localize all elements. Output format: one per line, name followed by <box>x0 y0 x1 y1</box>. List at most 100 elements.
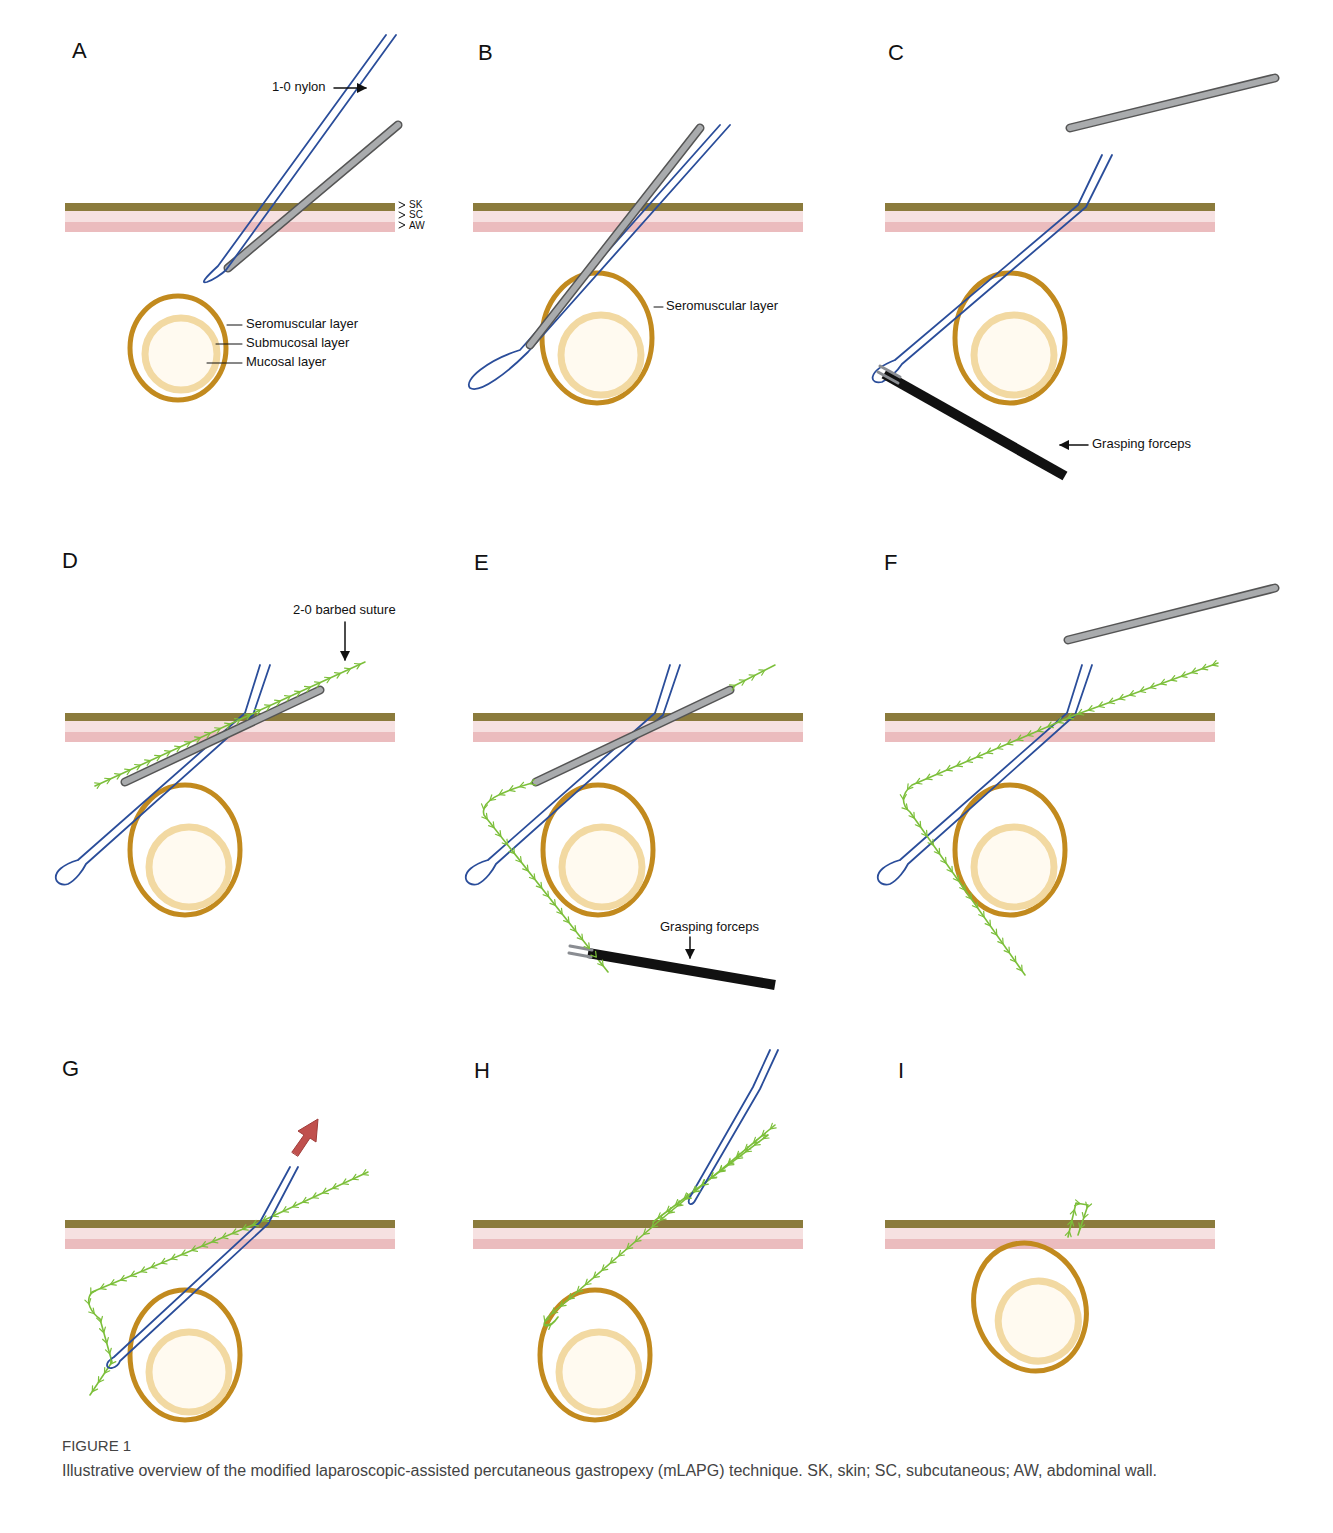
suture-barb <box>303 1197 309 1202</box>
suture-barb <box>115 774 121 779</box>
suture-barb <box>295 691 301 696</box>
suture-barb <box>205 732 211 737</box>
suture-barb <box>305 686 311 691</box>
suture-barb <box>728 1160 734 1165</box>
suture-barb <box>1109 698 1115 704</box>
suture-barb <box>703 1179 709 1185</box>
suture-barb <box>1082 1213 1088 1219</box>
suture-barb <box>111 1358 116 1364</box>
suture-barb <box>502 839 507 845</box>
suture-barb <box>275 700 281 705</box>
suture-barb <box>652 1222 658 1228</box>
suture-barb <box>947 765 953 771</box>
suture-barb <box>131 1271 137 1277</box>
suture-barb <box>255 709 261 714</box>
suture-barb <box>1075 1200 1080 1206</box>
suture-barb <box>97 1316 103 1322</box>
suture-barb <box>323 1188 329 1193</box>
suture-barb <box>1130 691 1136 697</box>
panel-a <box>65 35 405 400</box>
suture-barb <box>997 744 1003 750</box>
layer-label: SC <box>409 209 423 221</box>
suture-barb <box>104 1367 109 1373</box>
suture-barb <box>1119 694 1125 700</box>
suture-barb <box>987 748 993 754</box>
suture-barb <box>570 926 575 932</box>
suture-barb <box>202 1242 208 1248</box>
suture-barb <box>720 1165 726 1171</box>
suture-barb <box>711 1172 717 1178</box>
suture-barb <box>737 1153 743 1158</box>
suture-barb <box>509 786 515 792</box>
suture-barb <box>313 1193 319 1198</box>
suture-barb <box>1065 1231 1071 1237</box>
suture-barb <box>1192 668 1198 674</box>
suture-barb <box>98 1377 103 1383</box>
suture-barb <box>934 848 939 854</box>
suture-barb <box>900 794 906 799</box>
suture-barb <box>922 830 927 836</box>
suture-barb <box>106 1348 112 1354</box>
panel-i <box>885 1200 1215 1387</box>
suture-barb <box>516 856 521 862</box>
suture-barb <box>520 782 526 788</box>
suture-barb <box>552 1308 558 1314</box>
suture-barb <box>1078 709 1084 715</box>
suture-barb <box>353 1174 359 1179</box>
suture-barb <box>192 1246 198 1252</box>
suture-barb <box>1068 1220 1074 1226</box>
suture-barb <box>979 911 984 917</box>
suture-barb <box>490 795 496 801</box>
suture-barb <box>598 960 603 966</box>
suture-label: 2-0 barbed suture <box>293 603 396 618</box>
layer-label: AW <box>409 220 425 232</box>
panel-letter: B <box>478 40 493 65</box>
suture-barb <box>1027 731 1033 737</box>
layer-label: Seromuscular layer <box>666 299 778 314</box>
suture-barb <box>85 1299 91 1305</box>
suture-barb <box>711 1173 717 1178</box>
suture-barb <box>936 770 942 776</box>
instrument-label: Grasping forceps <box>1092 437 1191 452</box>
suture-barb <box>225 723 231 728</box>
suture-barb <box>482 813 487 819</box>
suture-barb <box>610 1258 616 1264</box>
suture-barb <box>95 783 101 788</box>
suture-barb <box>345 668 351 673</box>
suture-barb <box>103 1338 109 1344</box>
suture-barb <box>577 1286 583 1292</box>
suture-barb <box>739 680 745 685</box>
suture-barb <box>1058 718 1064 724</box>
suture-barb <box>92 1386 97 1392</box>
suture-barb <box>749 675 755 680</box>
suture-barb <box>998 938 1003 944</box>
suture-barb <box>746 1146 752 1151</box>
panel-h <box>473 1050 803 1420</box>
panel-e <box>466 665 803 985</box>
suture-barb <box>763 1133 769 1138</box>
suture-barb <box>509 848 514 854</box>
suture-barb <box>953 875 958 881</box>
suture-barb <box>926 774 932 780</box>
suture-barb <box>977 752 983 758</box>
suture-barb <box>1150 683 1156 689</box>
layer-label: Seromuscular layer <box>246 317 358 332</box>
suture-barb <box>536 882 541 888</box>
suture-barb <box>1140 687 1146 693</box>
panel-letter: A <box>72 38 87 63</box>
suture-barb <box>658 1213 664 1218</box>
suture-barb <box>684 1193 690 1198</box>
suture-barb <box>222 1233 228 1239</box>
suture-barb <box>675 1200 681 1205</box>
suture-label: 1-0 nylon <box>272 80 325 95</box>
instrument-label: Grasping forceps <box>660 920 759 935</box>
suture-barb <box>585 1279 591 1285</box>
suture-barb <box>947 866 952 872</box>
suture-barb <box>957 761 963 767</box>
suture-barb <box>232 1229 238 1235</box>
suture-barb <box>991 929 996 935</box>
suture-barb <box>182 1250 188 1256</box>
layer-label: Mucosal layer <box>246 355 326 370</box>
suture-barb <box>171 1254 177 1260</box>
suture-barb <box>195 737 201 742</box>
